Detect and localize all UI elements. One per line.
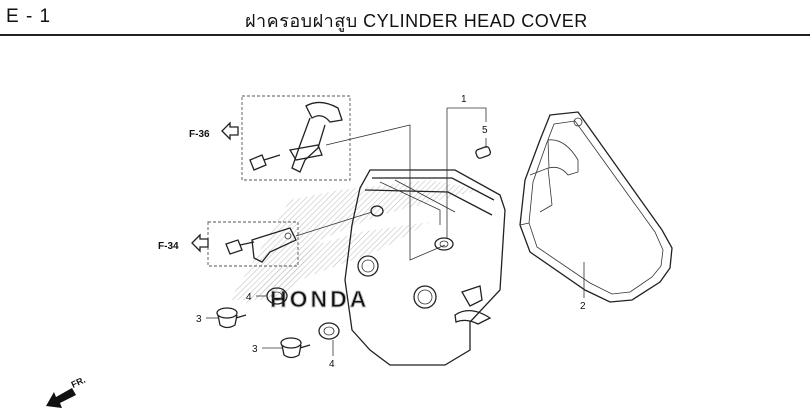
title-divider	[0, 34, 810, 36]
flange-bolt-upper	[249, 154, 281, 171]
leader-line-1	[447, 107, 487, 122]
section-code: E - 1	[6, 6, 52, 27]
callout-2: 2	[580, 301, 586, 312]
front-direction-arrow-icon	[46, 388, 76, 408]
ref-label-f34: F-34	[158, 241, 179, 252]
dowel-pin	[475, 146, 492, 159]
ref-arrow-f34-icon	[191, 233, 209, 253]
cable-stay-bracket	[251, 227, 297, 263]
ref-label-f36: F-36	[189, 129, 210, 140]
ref-arrow-f36-icon	[221, 121, 239, 141]
special-bolt-upper	[216, 307, 247, 329]
leader-line-bracket-lower	[295, 211, 373, 237]
callout-1: 1	[461, 94, 467, 105]
assembly-box-f36	[241, 95, 351, 181]
callout-4-upper: 4	[246, 292, 252, 303]
callout-3-lower: 3	[252, 344, 258, 355]
head-cover-gasket	[519, 111, 673, 303]
page-title: ฝาครอบฝาสูบ CYLINDER HEAD COVER	[245, 11, 588, 31]
rubber-washer-lower	[318, 322, 340, 340]
callout-4-lower: 4	[329, 359, 335, 370]
honda-wing-watermark-icon	[230, 180, 480, 305]
flange-bolt-lower	[225, 239, 255, 255]
callout-3-upper: 3	[196, 314, 202, 325]
front-label: FR.	[70, 375, 87, 390]
callout-5: 5	[482, 125, 488, 136]
pipe-clamp-bracket	[288, 101, 343, 173]
leader-line-bracket-upper	[325, 124, 446, 261]
cylinder-head-cover	[344, 169, 506, 366]
special-bolt-lower	[280, 337, 311, 359]
watermark-text: HONDA	[270, 286, 369, 312]
